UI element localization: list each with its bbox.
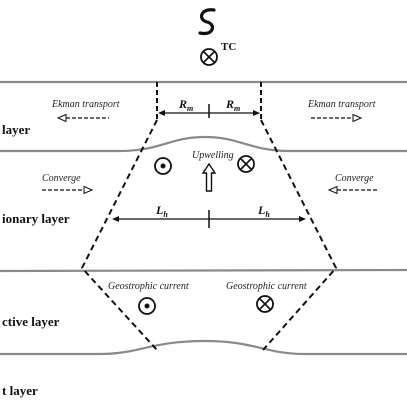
mixed-layer-label: layer [2, 122, 30, 137]
geostrophic-into-page-icon [256, 295, 274, 313]
bottom-layer-label: t layer [2, 383, 38, 398]
geostrophic-current-left-label: Geostrophic current [108, 281, 189, 292]
upwelling-cone-left [80, 119, 158, 351]
current-into-page-right-icon [237, 155, 255, 173]
converge-left-arrow-icon [42, 185, 94, 195]
converge-right-label: Converge [335, 173, 374, 184]
geostrophic-current-right-label: Geostrophic current [226, 281, 307, 292]
seasonal-layer-label: ctive layer [2, 314, 60, 329]
ekman-transport-right-label: Ekman transport [307, 99, 376, 110]
transition-layer-label: ionary layer [2, 211, 70, 226]
lh-dimension-line [112, 210, 306, 228]
lh-left-label: Lh [155, 203, 168, 219]
geostrophic-out-of-page-icon [138, 297, 156, 315]
upwelling-arrow-icon [201, 162, 217, 192]
seasonal-layer-bottom-line [0, 339, 407, 356]
rm-dimension-line [158, 110, 260, 116]
ekman-transport-left-label: Ekman transport [51, 99, 120, 110]
tropical-cyclone-icon [198, 8, 216, 36]
upwelling-label: Upwelling [192, 150, 234, 161]
converge-left-label: Converge [42, 173, 81, 184]
transition-layer-bottom-line [0, 268, 407, 273]
converge-right-arrow-icon [327, 185, 378, 195]
ekman-right-arrow-icon [311, 113, 363, 123]
tc-label: TC [221, 41, 236, 53]
ekman-left-arrow-icon [56, 113, 109, 123]
rm-right-label: Rm [225, 97, 240, 113]
current-out-of-page-left-icon [154, 157, 172, 175]
upwelling-cone-right [260, 119, 338, 351]
rm-left-label: Rm [178, 97, 193, 113]
mixed-layer-bottom-line [0, 135, 407, 153]
tc-cross-circle-icon [200, 48, 218, 66]
lh-right-label: Lh [257, 203, 270, 219]
